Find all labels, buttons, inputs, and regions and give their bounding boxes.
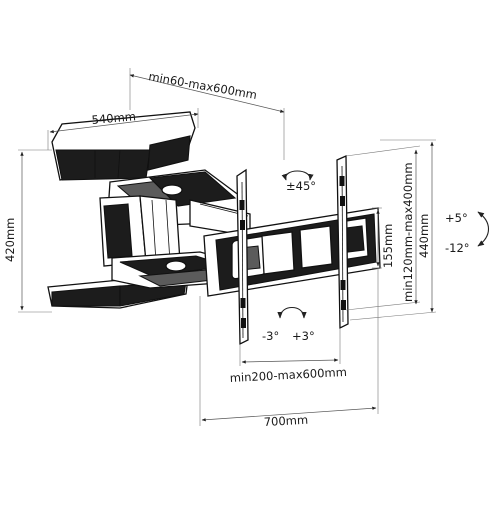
tilt-arrow-icon: [477, 211, 490, 247]
crossbar-height-label: 155mm: [381, 224, 395, 268]
rotation-arrow-icon: [277, 306, 307, 319]
overall-height-label: 440mm: [417, 214, 431, 258]
rotation-right-label: +3°: [292, 329, 315, 343]
vertical-vesa-label: min120mm-max400mm: [401, 162, 415, 302]
wall-plate-height-label: 420mm: [3, 218, 17, 262]
swivel-arrow-icon: [281, 170, 314, 181]
dimension-lines: [18, 68, 437, 426]
rotation-left-label: -3°: [262, 329, 279, 343]
arm-extension-label: min60-max600mm: [147, 69, 258, 102]
articulating-arms: [99, 169, 251, 289]
horizontal-vesa-label: min200-max600mm: [229, 365, 347, 385]
arm-depth-label: 540mm: [91, 109, 136, 127]
tilt-down-label: -12°: [445, 241, 470, 255]
overall-width-label: 700mm: [263, 413, 308, 429]
tilt-up-label: +5°: [445, 211, 468, 225]
tv-bracket: [203, 155, 381, 346]
swivel-label: ±45°: [286, 179, 316, 193]
